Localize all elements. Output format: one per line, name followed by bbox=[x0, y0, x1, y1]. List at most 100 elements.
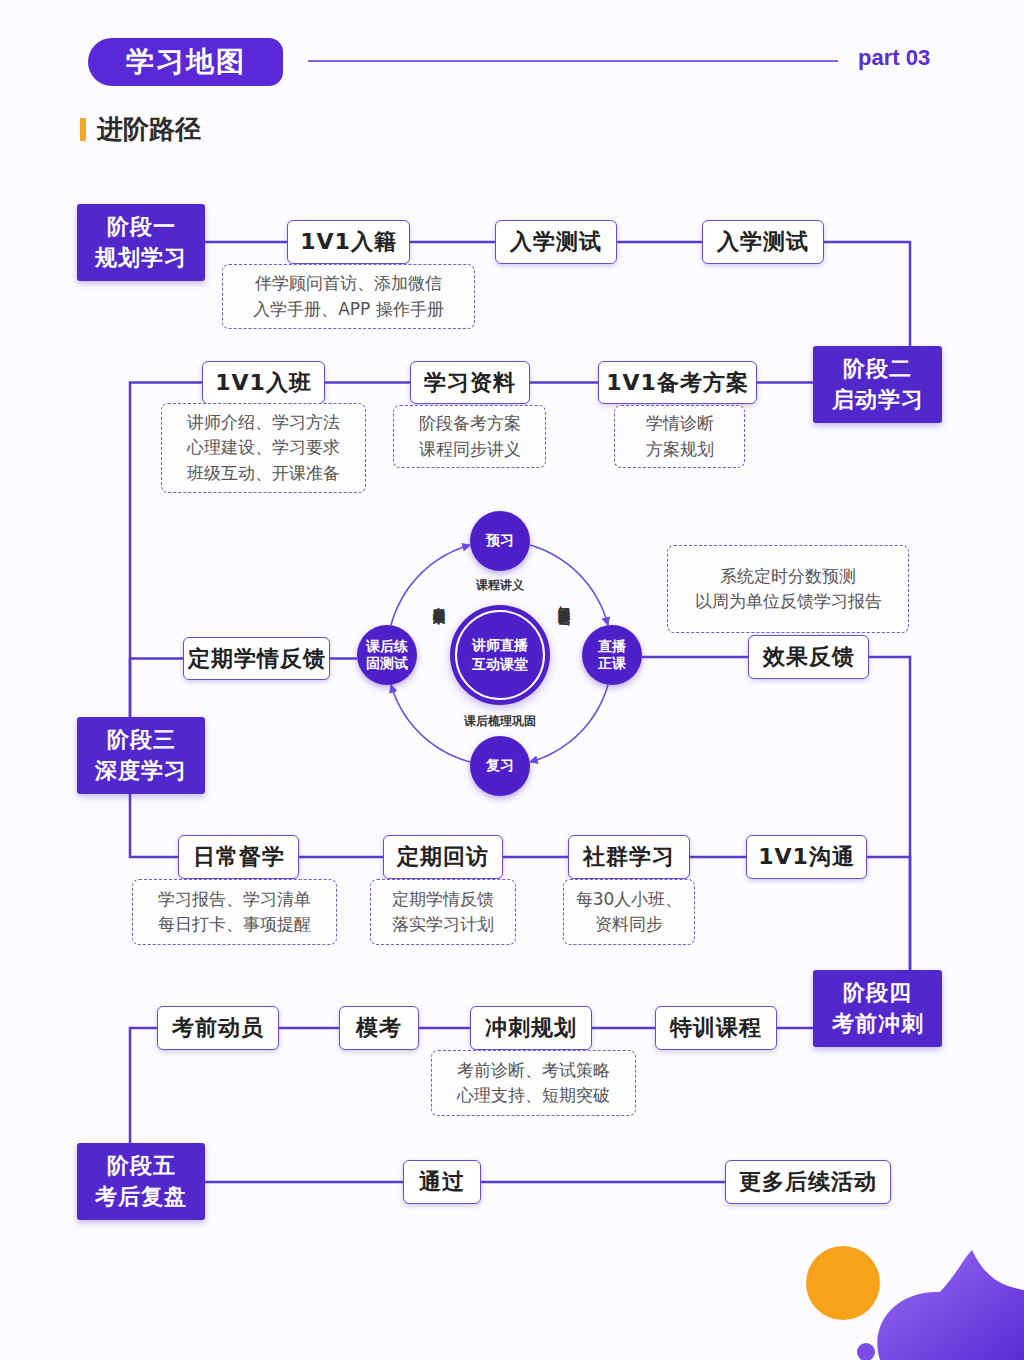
node-text: 1V1沟通 bbox=[758, 842, 855, 872]
cycle-circle: 复习 bbox=[470, 736, 530, 796]
node-text: 入学测试 bbox=[510, 227, 602, 257]
stage-box: 阶段二 启动学习 bbox=[813, 346, 942, 423]
section-heading: 进阶路径 bbox=[97, 112, 201, 147]
node-text: 复习 bbox=[486, 757, 514, 775]
node-text: 阶段三 深度学习 bbox=[85, 725, 197, 787]
connector-line bbox=[690, 856, 746, 859]
cycle-circle: 课后练 固测试 bbox=[357, 625, 417, 685]
node-text: 阶段一 规划学习 bbox=[85, 212, 197, 274]
process-box: 1V1备考方案 bbox=[598, 361, 757, 404]
cycle-note: 课后梳理巩固 bbox=[440, 713, 560, 730]
connector-line bbox=[503, 856, 568, 859]
node-text: 定期学情反馈 bbox=[188, 644, 326, 674]
connector-line bbox=[617, 241, 702, 244]
node-text: 冲刺规划 bbox=[485, 1013, 577, 1043]
process-box: 1V1沟通 bbox=[746, 835, 867, 879]
node-text: 阶段五 考后复盘 bbox=[85, 1151, 197, 1213]
node-text: 伴学顾问首访、添加微信 入学手册、APP 操作手册 bbox=[229, 271, 468, 322]
connector-line bbox=[130, 794, 178, 857]
connector-line bbox=[130, 1028, 157, 1143]
process-box: 社群学习 bbox=[568, 835, 690, 879]
cycle-arrow bbox=[391, 545, 470, 625]
process-box: 入学测试 bbox=[702, 220, 824, 264]
stage-box: 阶段一 规划学习 bbox=[77, 204, 205, 281]
node-text: 课后练 固测试 bbox=[361, 638, 413, 673]
process-box: 模考 bbox=[339, 1006, 419, 1050]
node-text: 1V1入籍 bbox=[300, 227, 397, 257]
note-box: 阶段备考方案 课程同步讲义 bbox=[393, 405, 546, 468]
note-box: 系统定时分数预测 以周为单位反馈学习报告 bbox=[667, 545, 909, 633]
node-text: 社群学习 bbox=[583, 842, 675, 872]
process-box: 定期回访 bbox=[383, 835, 503, 879]
connector-line bbox=[592, 1027, 655, 1030]
node-text: 日常督学 bbox=[193, 842, 285, 872]
node-text: 阶段二 启动学习 bbox=[821, 354, 934, 416]
connector-line bbox=[130, 659, 183, 718]
cycle-arrow bbox=[530, 545, 608, 625]
page-title: 学习地图 bbox=[88, 38, 283, 86]
node-text: 考前动员 bbox=[172, 1013, 264, 1043]
node-text: 1V1入班 bbox=[215, 368, 312, 398]
node-text: 学情诊断 方案规划 bbox=[621, 411, 738, 462]
node-text: 定期学情反馈 落实学习计划 bbox=[377, 887, 509, 938]
cycle-circle: 预习 bbox=[470, 511, 530, 571]
connector-line bbox=[279, 1027, 339, 1030]
note-box: 考前诊断、考试策略 心理支持、短期突破 bbox=[431, 1050, 636, 1116]
process-box: 1V1入班 bbox=[202, 361, 325, 404]
process-box: 效果反馈 bbox=[748, 635, 869, 679]
connector-line bbox=[481, 1181, 725, 1184]
purple-dot bbox=[857, 1343, 875, 1360]
process-box: 更多后续活动 bbox=[725, 1160, 891, 1204]
stage-box: 阶段四 考前冲刺 bbox=[813, 970, 942, 1047]
node-text: 阶段备考方案 课程同步讲义 bbox=[400, 411, 539, 462]
node-text: 学习资料 bbox=[424, 368, 516, 398]
note-box: 每30人小班、 资料同步 bbox=[563, 879, 695, 945]
connector-line bbox=[325, 381, 410, 384]
node-text: 特训课程 bbox=[670, 1013, 762, 1043]
node-text: 定期回访 bbox=[397, 842, 489, 872]
node-text: 直播 正课 bbox=[586, 638, 638, 673]
node-text: 预习 bbox=[486, 532, 514, 550]
connector-line bbox=[330, 657, 357, 660]
process-box: 定期学情反馈 bbox=[183, 637, 330, 680]
cycle-arrow bbox=[530, 685, 608, 762]
stage-box: 阶段三 深度学习 bbox=[77, 717, 205, 794]
connector-line bbox=[777, 1027, 813, 1030]
connector-line bbox=[205, 1181, 403, 1184]
node-text: 模考 bbox=[356, 1013, 402, 1043]
note-box: 伴学顾问首访、添加微信 入学手册、APP 操作手册 bbox=[222, 264, 475, 329]
node-text: 通过 bbox=[419, 1167, 465, 1197]
node-text: 入学测试 bbox=[717, 227, 809, 257]
node-text: 效果反馈 bbox=[763, 642, 855, 672]
cycle-note: 课程讲义 bbox=[450, 577, 550, 594]
node-text: 考前诊断、考试策略 心理支持、短期突破 bbox=[438, 1058, 629, 1109]
process-box: 冲刺规划 bbox=[470, 1006, 592, 1050]
orange-disc bbox=[806, 1246, 880, 1320]
connector-line bbox=[299, 856, 383, 859]
cycle-note: 定期检测学习效果 bbox=[430, 597, 447, 605]
hub-circle: 讲师直播 互动课堂 bbox=[455, 610, 545, 700]
connector-line bbox=[642, 656, 748, 659]
stage-box: 阶段五 考后复盘 bbox=[77, 1143, 205, 1220]
node-text: 1V1备考方案 bbox=[606, 368, 749, 398]
note-box: 学习报告、学习清单 每日打卡、事项提醒 bbox=[132, 879, 337, 945]
note-box: 学情诊断 方案规划 bbox=[614, 405, 745, 468]
part-label: part 03 bbox=[858, 45, 930, 71]
process-box: 通过 bbox=[403, 1160, 481, 1204]
cycle-arrow bbox=[391, 685, 470, 762]
header-rule bbox=[308, 60, 838, 62]
process-box: 考前动员 bbox=[157, 1006, 279, 1050]
note-box: 定期学情反馈 落实学习计划 bbox=[370, 879, 516, 945]
connector-line bbox=[824, 242, 910, 346]
connector-line bbox=[869, 657, 910, 970]
process-box: 入学测试 bbox=[495, 220, 617, 264]
process-box: 特训课程 bbox=[655, 1006, 777, 1050]
connector-line bbox=[757, 381, 813, 384]
accent-bar bbox=[80, 118, 86, 141]
process-box: 学习资料 bbox=[410, 361, 530, 404]
note-box: 讲师介绍、学习方法 心理建设、学习要求 班级互动、开课准备 bbox=[161, 403, 366, 493]
cycle-note: 知识精讲夯实基础 bbox=[555, 596, 572, 604]
node-text: 更多后续活动 bbox=[739, 1167, 877, 1197]
connector-line bbox=[530, 381, 598, 384]
